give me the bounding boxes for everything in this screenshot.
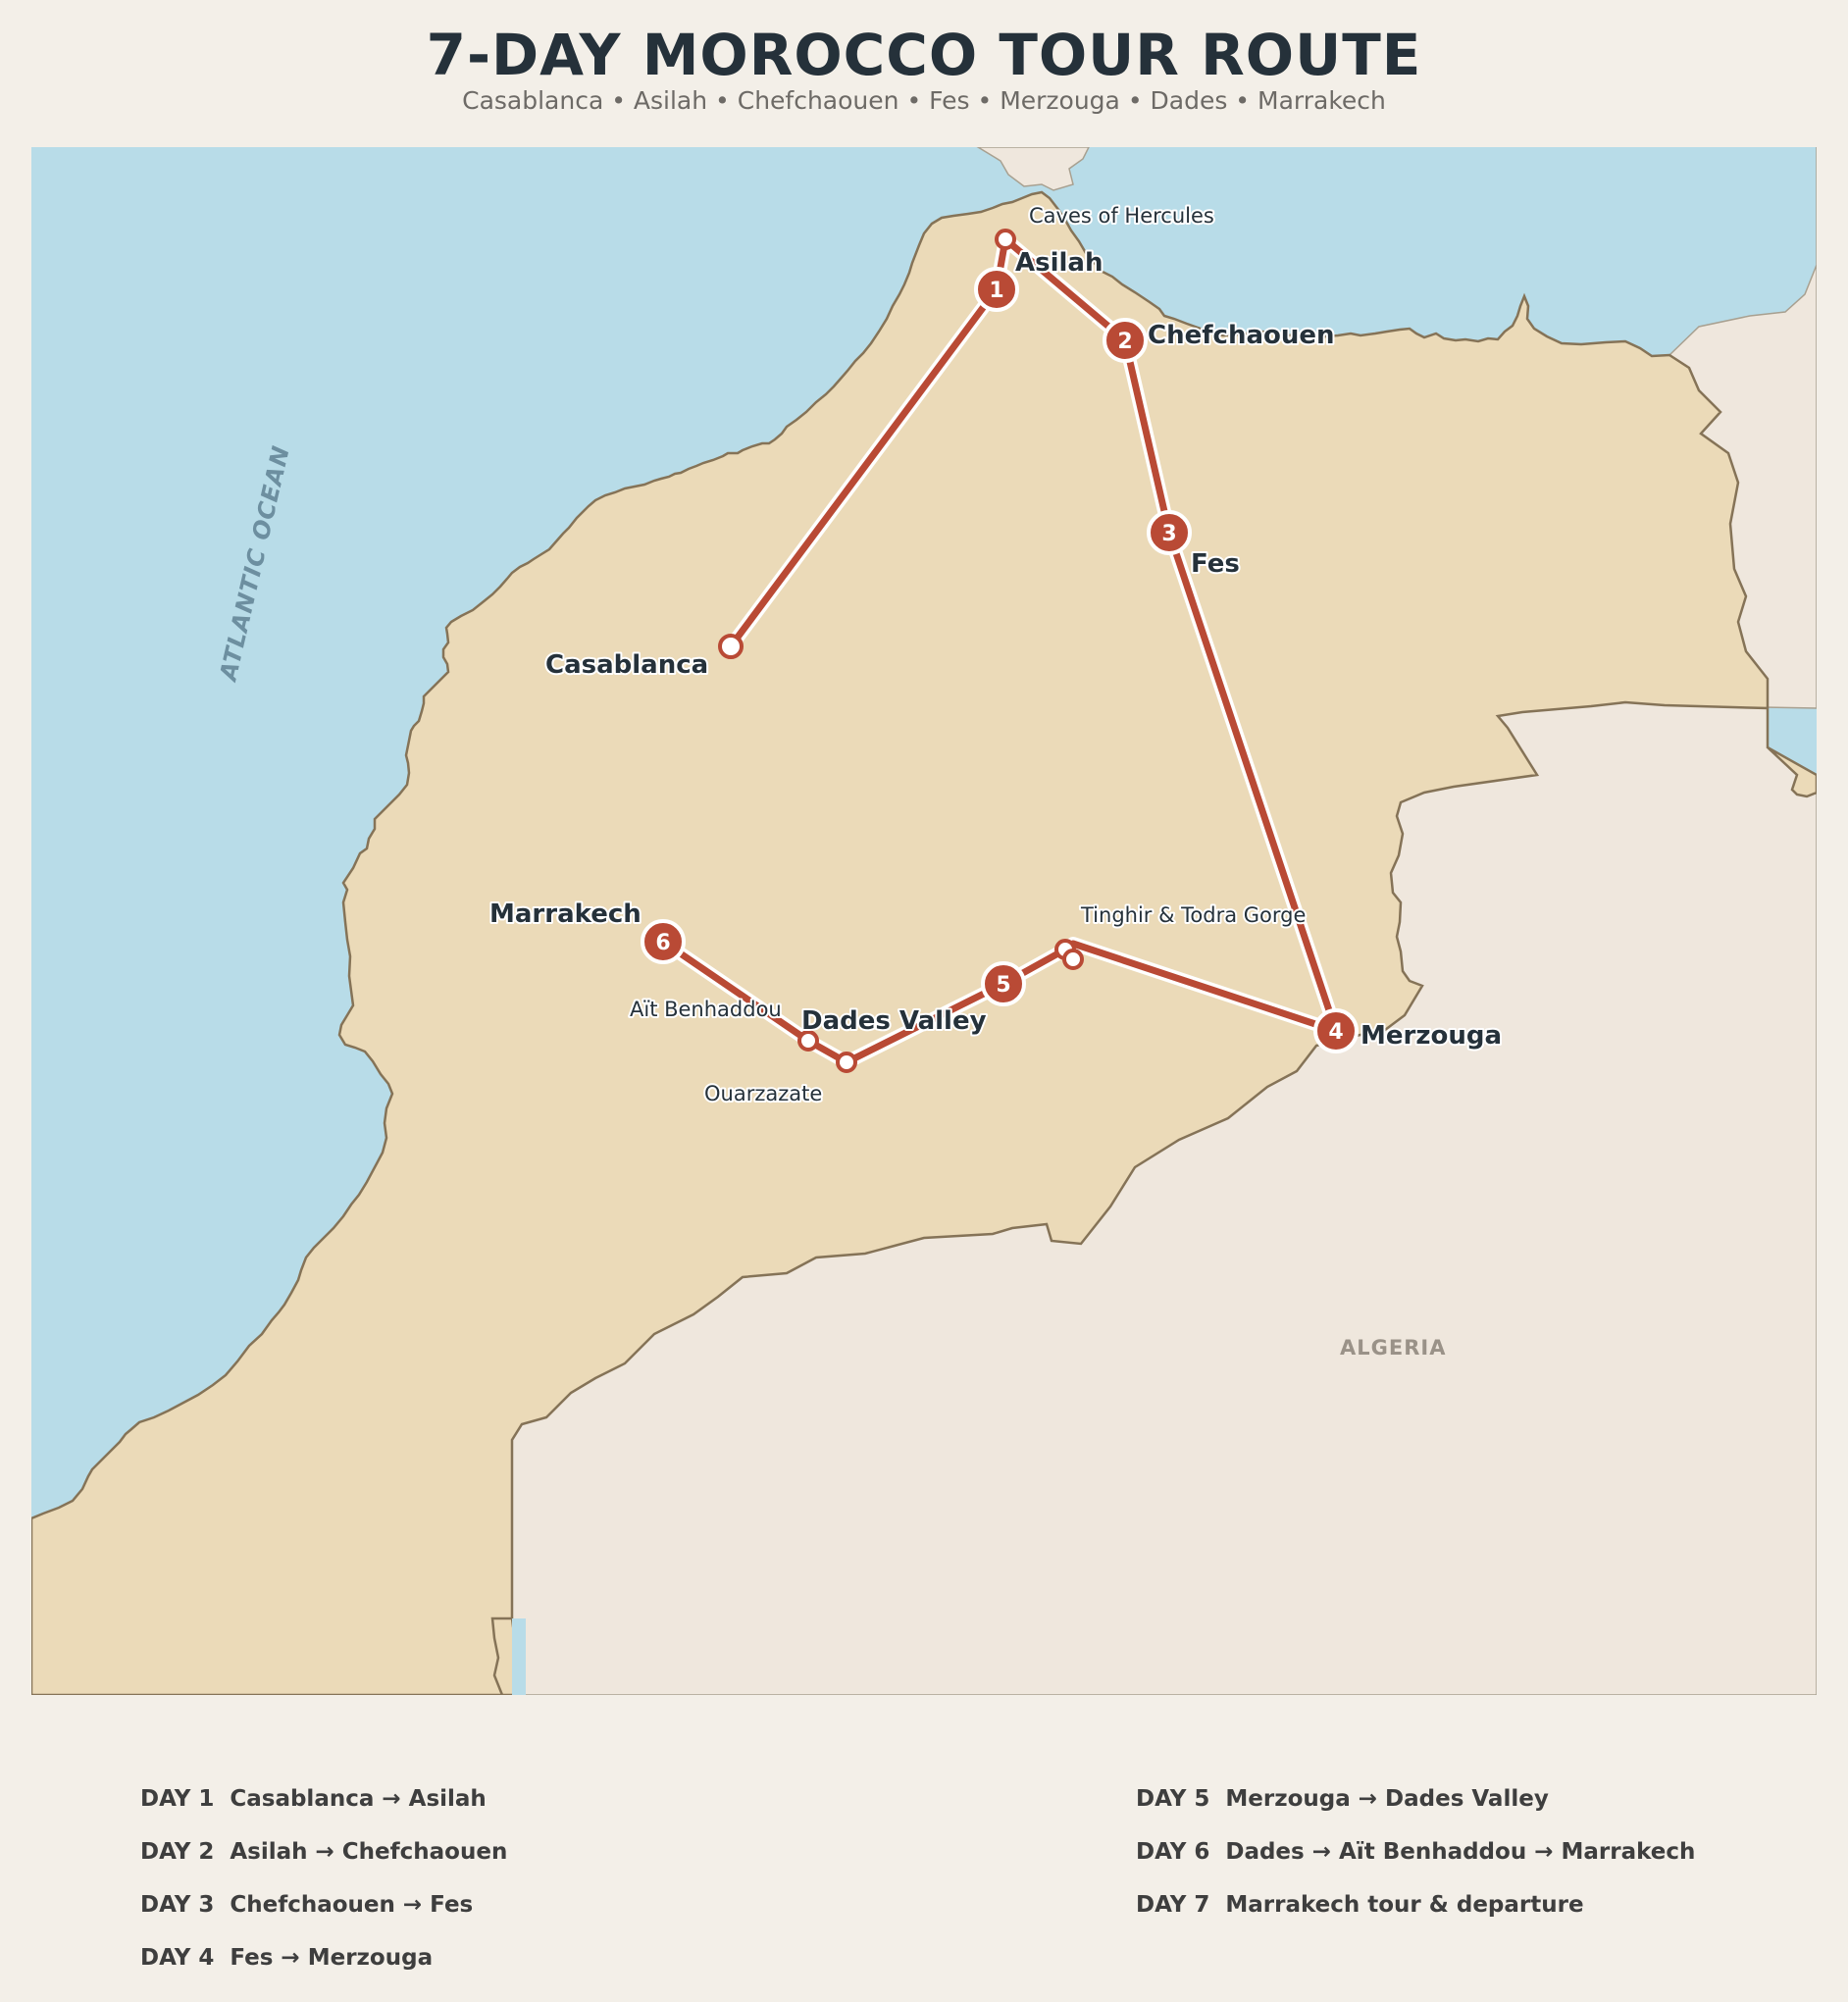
fes-label: Fes [1191, 549, 1240, 579]
itinerary-item: DAY 1 Casablanca → Asilah [140, 1783, 507, 1836]
tinghir-label: Tinghir & Todra Gorge [1080, 903, 1306, 927]
itinerary-right-column: DAY 5 Merzouga → Dades Valley DAY 6 Dades … [1136, 1783, 1695, 1942]
merzouga-label: Merzouga [1360, 1021, 1502, 1051]
itinerary-item: DAY 7 Marrakech tour & departure [1136, 1889, 1695, 1942]
caves-waypoint [995, 229, 1016, 250]
itinerary-item: DAY 6 Dades → Aït Benhaddou → Marrakech [1136, 1836, 1695, 1889]
casablanca-waypoint [718, 634, 744, 659]
marrakech-label: Marrakech [489, 899, 642, 929]
itinerary-day: DAY 6 [1136, 1839, 1210, 1865]
itinerary-text: Dades → Aït Benhaddou → Marrakech [1225, 1839, 1696, 1865]
itinerary-item: DAY 3 Chefchaouen → Fes [140, 1889, 507, 1942]
algeria-label: ALGERIA [1340, 1336, 1446, 1360]
itinerary-text: Merzouga → Dades Valley [1225, 1786, 1549, 1812]
stop-number-4: 4 [1328, 1020, 1343, 1045]
itinerary-day: DAY 2 [140, 1839, 215, 1865]
itinerary-text: Asilah → Chefchaouen [230, 1839, 508, 1865]
map-labels: Caves of Hercules Asilah Chefchaouen Fes… [488, 202, 1504, 1107]
itinerary-day: DAY 4 [140, 1945, 215, 1971]
itinerary-item: DAY 5 Merzouga → Dades Valley [1136, 1783, 1695, 1836]
chefchaouen-label: Chefchaouen [1148, 321, 1335, 350]
stop-number-5: 5 [996, 973, 1010, 998]
map-subtitle: Casablanca • Asilah • Chefchaouen • Fes … [462, 86, 1386, 115]
benhaddou-waypoint [797, 1030, 819, 1052]
itinerary-day: DAY 5 [1136, 1786, 1210, 1812]
benhaddou-label: Aït Benhaddou [630, 998, 782, 1021]
itinerary-text: Casablanca → Asilah [230, 1786, 487, 1812]
stop-marrakech: 6 [641, 919, 686, 964]
stop-asilah: 1 [974, 267, 1019, 312]
itinerary-day: DAY 3 [140, 1892, 215, 1918]
ouarzazate-waypoint [836, 1052, 857, 1073]
spain-landmass [976, 147, 1090, 191]
itinerary-text: Chefchaouen → Fes [230, 1892, 474, 1918]
todra-waypoint [1062, 949, 1084, 970]
itinerary-left-column: DAY 1 Casablanca → Asilah DAY 2 Asilah → C… [140, 1783, 507, 1995]
itinerary-item: DAY 4 Fes → Merzouga [140, 1942, 507, 1995]
route-map: 1 2 3 4 5 6 Caves of Hercules Asilah Che… [31, 147, 1817, 1695]
caves-label: Caves of Hercules [1029, 204, 1214, 228]
bottom-inlet-water [512, 1618, 526, 1695]
stop-number-6: 6 [655, 931, 670, 955]
stop-fes: 3 [1147, 510, 1192, 555]
morocco-landmass [31, 190, 1817, 1695]
stop-number-3: 3 [1161, 522, 1176, 546]
stop-number-2: 2 [1117, 330, 1132, 354]
stop-merzouga: 4 [1313, 1008, 1359, 1053]
stop-number-1: 1 [989, 279, 1003, 303]
bottom-border-line [490, 1617, 512, 1695]
itinerary-day: DAY 1 [140, 1786, 215, 1812]
map-canvas: 1 2 3 4 5 6 Caves of Hercules Asilah Che… [31, 147, 1817, 1695]
ouarzazate-label: Ouarzazate [704, 1082, 822, 1105]
stop-chefchaouen: 2 [1103, 318, 1148, 363]
map-title: 7-DAY MOROCCO TOUR ROUTE [426, 22, 1422, 88]
itinerary-text: Fes → Merzouga [230, 1945, 434, 1971]
itinerary-text: Marrakech tour & departure [1225, 1892, 1584, 1918]
dades-label: Dades Valley [801, 1006, 987, 1036]
stop-dades: 5 [981, 961, 1026, 1006]
asilah-label: Asilah [1015, 248, 1103, 278]
casablanca-label: Casablanca [545, 650, 708, 680]
itinerary-day: DAY 7 [1136, 1892, 1210, 1918]
itinerary-item: DAY 2 Asilah → Chefchaouen [140, 1836, 507, 1889]
